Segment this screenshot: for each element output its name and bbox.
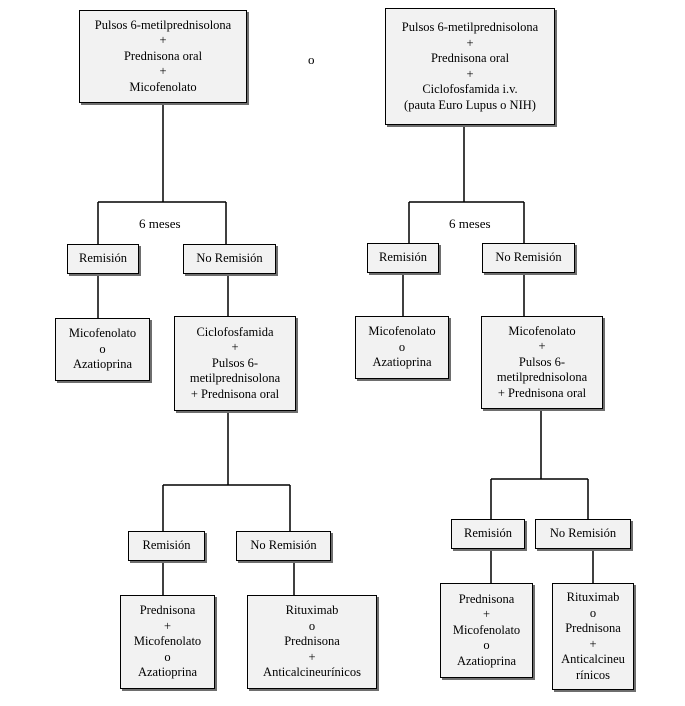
- no-remission-result-box-left: Ciclofosfamida+Pulsos 6-metilprednisolon…: [174, 316, 296, 411]
- box-text-line: Remisión: [464, 526, 512, 541]
- box-text-line: Ciclofosfamida i.v.: [422, 82, 518, 96]
- box-text-line: Ciclofosfamida: [196, 324, 274, 339]
- box-text-line: Prednisona oral: [123, 48, 203, 63]
- start-treatment-box-right: Pulsos 6-metilprednisolona+Prednisona or…: [385, 8, 555, 125]
- box-text-line: metilprednisolona: [496, 370, 588, 385]
- no-remission-box-left: No Remisión: [183, 244, 276, 274]
- period-label-right: 6 meses: [449, 216, 491, 232]
- period-label-left: 6 meses: [139, 216, 181, 232]
- separator-or: o: [308, 52, 315, 68]
- box-text-line: +: [308, 649, 316, 664]
- box-text-line: No Remisión: [549, 526, 617, 541]
- box-text-line: Azatioprina: [456, 653, 516, 668]
- box-text-line: (pauta Euro Lupus o NIH): [404, 97, 536, 112]
- box-text-line: +: [538, 339, 546, 354]
- box-text-line: +: [482, 607, 491, 622]
- box-text-line: No Remisión: [250, 538, 317, 553]
- box-text-line: Prednisona oral: [430, 51, 510, 65]
- box-text-line: Remisión: [142, 538, 191, 553]
- second-no-remission-box-left: No Remisión: [236, 531, 331, 561]
- box-text-line: Rituximab: [285, 603, 339, 618]
- box-text-line: Anticalcineurínicos: [263, 665, 361, 680]
- box-text-line: Micofenolato: [68, 326, 137, 341]
- box-text-line: Pulsos 6-: [518, 354, 566, 369]
- box-text-line: Azatioprina: [137, 665, 197, 680]
- box-text-line: Azatioprina: [72, 357, 132, 372]
- box-text-line: +: [466, 35, 474, 50]
- box-text-line: +: [163, 618, 172, 633]
- box-text-line: No Remisión: [495, 250, 562, 265]
- remission-box-right: Remisión: [367, 243, 439, 273]
- box-text-line: Micofenolato: [452, 622, 521, 637]
- box-text-line: rínicos: [575, 667, 611, 682]
- box-text-line: Remisión: [79, 251, 127, 266]
- box-text-line: Prednisona: [284, 634, 340, 649]
- box-text-line: Pulsos 6-metilprednisolona: [401, 20, 539, 34]
- box-text-line: Azatioprina: [372, 355, 432, 370]
- second-no-remission-box-right: No Remisión: [535, 519, 631, 549]
- box-text-line: Prednisona: [565, 621, 621, 635]
- box-text-line: Pulsos 6-metilprednisolona: [94, 17, 232, 32]
- box-text-line: metilprednisolona: [189, 371, 281, 386]
- box-text-line: o: [589, 605, 597, 620]
- box-text-line: o: [164, 649, 171, 664]
- box-text-line: Pulsos 6-: [211, 355, 259, 370]
- box-text-line: +: [159, 33, 167, 48]
- second-remission-box-left: Remisión: [128, 531, 205, 561]
- box-text-line: Micofenolato: [133, 634, 202, 649]
- box-text-line: + Prednisona oral: [497, 385, 587, 400]
- box-text-line: Micofenolato: [368, 324, 436, 339]
- start-treatment-box-left: Pulsos 6-metilprednisolona+Prednisona or…: [79, 10, 247, 103]
- box-text-line: o: [99, 341, 106, 356]
- box-text-line: Anticalcineu: [561, 652, 625, 666]
- second-remission-box-right: Remisión: [451, 519, 525, 549]
- box-text-line: Remisión: [379, 250, 427, 265]
- box-text-line: + Prednisona oral: [190, 386, 280, 401]
- remission-box-left: Remisión: [67, 244, 139, 274]
- box-text-line: Micofenolato: [508, 323, 576, 338]
- no-remission-result-box-right: Micofenolato+Pulsos 6-metilprednisolona+…: [481, 316, 603, 409]
- box-text-line: Micofenolato: [129, 79, 197, 94]
- box-text-line: +: [466, 66, 474, 81]
- box-text-line: Rituximab: [566, 590, 620, 604]
- box-text-line: +: [159, 64, 167, 79]
- box-text-line: Prednisona: [458, 591, 515, 606]
- box-text-line: +: [589, 636, 597, 651]
- no-remission-box-right: No Remisión: [482, 243, 575, 273]
- box-text-line: o: [483, 638, 490, 653]
- box-text-line: +: [231, 340, 239, 355]
- box-text-line: o: [308, 618, 316, 633]
- box-text-line: o: [398, 339, 406, 354]
- box-text-line: Prednisona: [139, 603, 196, 618]
- box-text-line: No Remisión: [196, 251, 263, 266]
